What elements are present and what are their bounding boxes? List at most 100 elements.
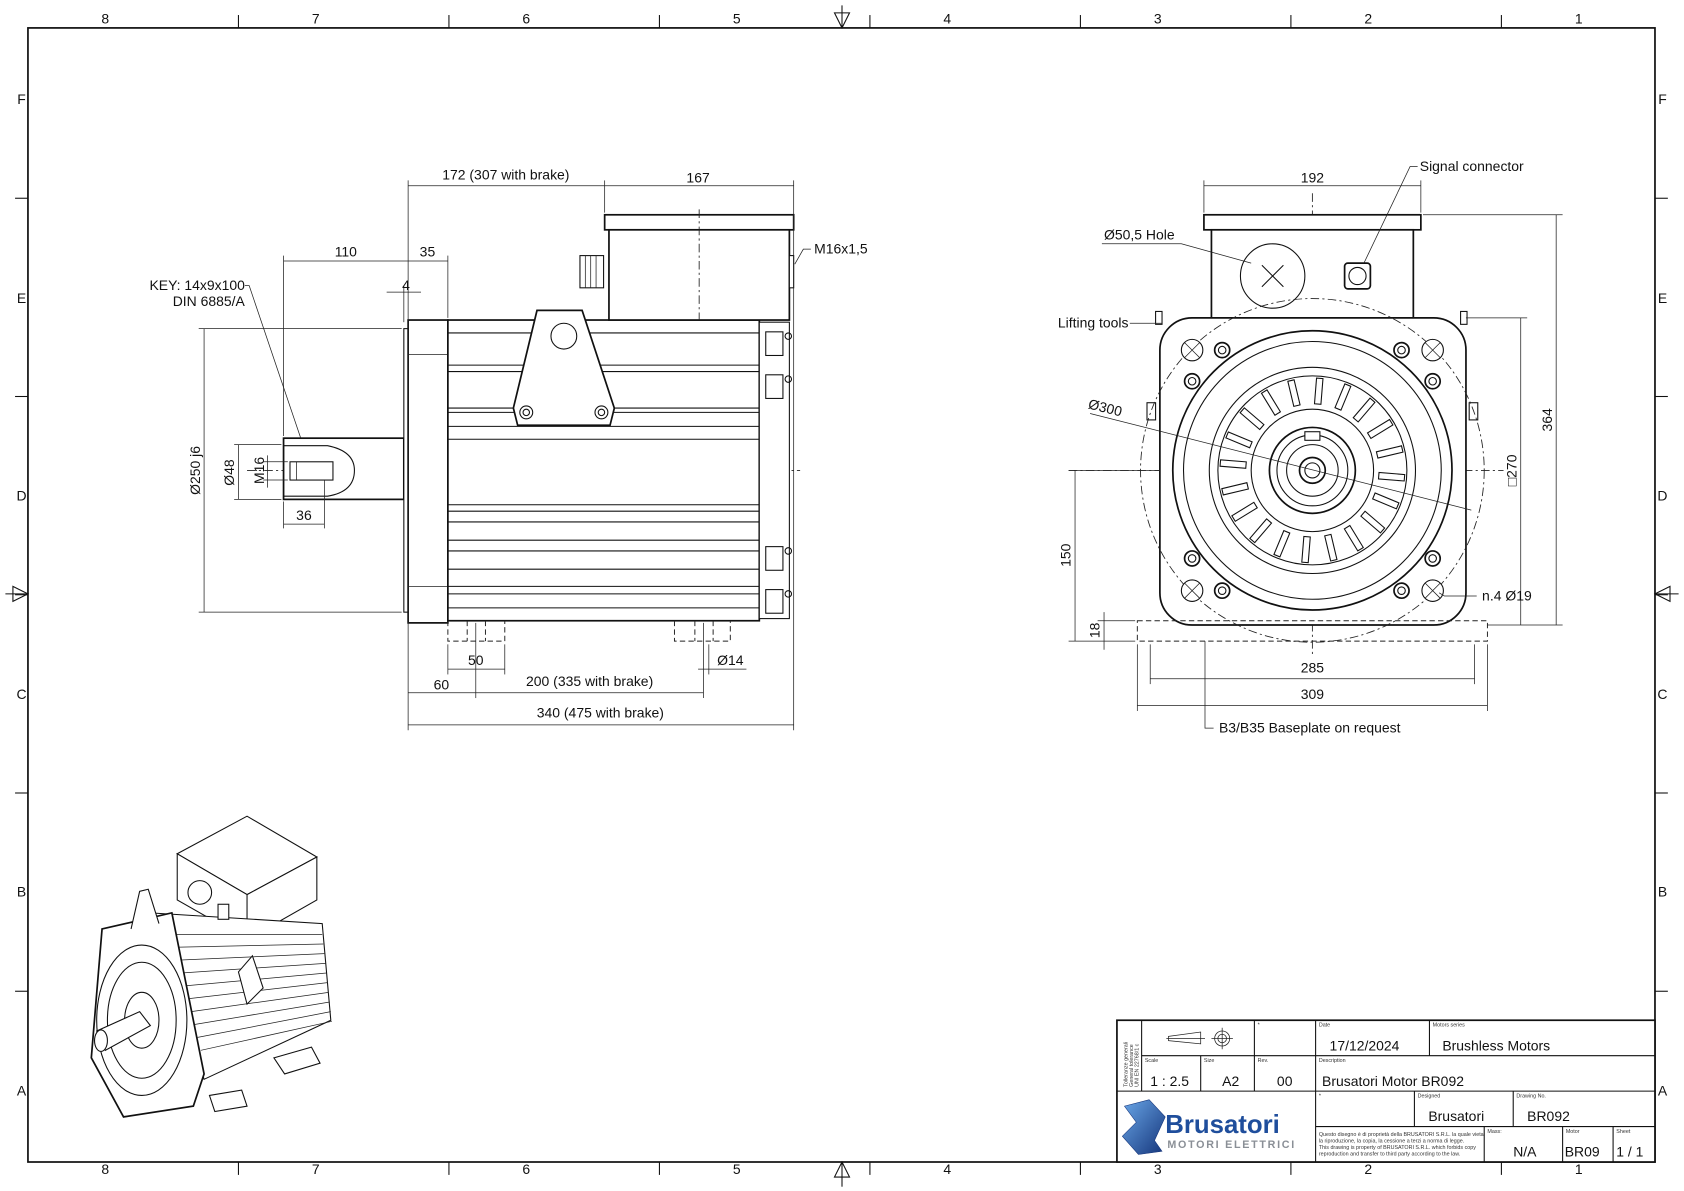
tolerance-line-2: General tolerance bbox=[1129, 1044, 1135, 1087]
dim-shaft-diameter: Ø48 bbox=[221, 459, 237, 486]
dim-foot-hole: Ø14 bbox=[717, 652, 744, 668]
rotor-fin bbox=[1377, 471, 1406, 482]
end-cap-bolt-head bbox=[784, 547, 793, 555]
dim-box-width: 192 bbox=[1301, 170, 1325, 186]
grid-row-label: A bbox=[1658, 1082, 1668, 1098]
rotor-fin bbox=[1324, 533, 1338, 562]
terminal-box bbox=[1210, 228, 1415, 319]
dim-spigot: 4 bbox=[402, 277, 410, 293]
logo-name: Brusatori bbox=[1165, 1111, 1280, 1139]
lifting-eye bbox=[512, 309, 616, 427]
shaft-section bbox=[283, 445, 355, 497]
flange bbox=[407, 319, 449, 624]
scale-label: Scale bbox=[1145, 1058, 1158, 1064]
grid-row-label: C bbox=[1657, 686, 1667, 702]
dim-base-thickness: 18 bbox=[1087, 622, 1103, 638]
description-label: Description bbox=[1319, 1058, 1346, 1064]
field-star-1: * bbox=[1258, 1023, 1260, 1029]
threaded-hole bbox=[289, 461, 334, 481]
grid-row-label: B bbox=[17, 884, 26, 900]
tolerance-line-1: Tolleranze generali bbox=[1124, 1042, 1130, 1087]
size-label: Size bbox=[1204, 1058, 1214, 1064]
flange-bolt bbox=[1424, 372, 1442, 390]
rotor-fin bbox=[1225, 431, 1253, 449]
mass-value: N/A bbox=[1513, 1144, 1537, 1160]
drawing-no-label: Drawing No. bbox=[1516, 1094, 1546, 1100]
grid-column-label: 1 bbox=[1575, 1161, 1583, 1177]
grid-row-label: F bbox=[17, 91, 26, 107]
end-cap-bolt bbox=[765, 546, 784, 571]
flange-bolt-inner bbox=[1187, 376, 1197, 386]
end-cap-bolt-head bbox=[784, 375, 793, 383]
series-label: Motors series bbox=[1433, 1023, 1465, 1029]
grid-row-label: C bbox=[16, 686, 26, 702]
grid-row-label: D bbox=[16, 487, 26, 503]
flange-bolt bbox=[1424, 550, 1442, 567]
flange-bolt-inner bbox=[1428, 554, 1437, 563]
rev-value: 00 bbox=[1277, 1073, 1293, 1089]
cable-gland bbox=[579, 255, 605, 289]
rotor-fin bbox=[1301, 535, 1311, 564]
rotor-fin bbox=[1260, 389, 1282, 416]
dim-bolt-circle: Ø300 bbox=[1087, 396, 1124, 420]
rotor-fin bbox=[1219, 459, 1247, 469]
designed-value: Brusatori bbox=[1428, 1108, 1484, 1124]
rotor-fin bbox=[1343, 524, 1365, 552]
grid-column-label: 2 bbox=[1364, 11, 1372, 27]
flange-bolt bbox=[1213, 341, 1231, 359]
rotor-fin bbox=[1334, 383, 1352, 411]
key-standard-label: DIN 6885/A bbox=[173, 293, 246, 309]
flange-bolt-inner bbox=[1217, 345, 1227, 355]
designed-label: Designed bbox=[1418, 1094, 1441, 1100]
dim-holes: n.4 Ø19 bbox=[1482, 587, 1532, 603]
grid-column-label: 8 bbox=[101, 1161, 109, 1177]
dim-shaft-length: 110 bbox=[335, 244, 357, 260]
grid-column-label: 8 bbox=[101, 11, 109, 27]
grid-column-label: 6 bbox=[522, 11, 530, 27]
dim-foot-offset: 60 bbox=[434, 676, 450, 692]
grid-row-label: A bbox=[17, 1082, 27, 1098]
grid-column-label: 4 bbox=[943, 11, 951, 27]
scale-value: 1 : 2.5 bbox=[1150, 1073, 1189, 1089]
iso-rib bbox=[197, 1011, 331, 1038]
rotor-fin bbox=[1366, 418, 1394, 440]
field-star-2: * bbox=[1319, 1094, 1321, 1100]
dim-thread-depth: 36 bbox=[296, 507, 312, 523]
grid-column-label: 4 bbox=[943, 1161, 951, 1177]
rotor-fin bbox=[1249, 518, 1273, 544]
dim-base-width: 309 bbox=[1301, 686, 1325, 702]
flange-bolt-inner bbox=[1428, 376, 1437, 386]
motor-body bbox=[447, 319, 761, 622]
iso-rib bbox=[175, 943, 324, 948]
mounting-hole-mark bbox=[1184, 582, 1200, 599]
flange-bolt-inner bbox=[1217, 586, 1227, 595]
end-cap-bolt-head bbox=[784, 332, 793, 340]
iso-rib bbox=[194, 1001, 330, 1025]
rotor-fin bbox=[1231, 501, 1258, 523]
date-label: Date bbox=[1319, 1023, 1330, 1029]
flange-bolt bbox=[1183, 550, 1201, 567]
rotor-fin bbox=[1371, 492, 1400, 510]
date-value: 17/12/2024 bbox=[1330, 1037, 1400, 1053]
dim-shaft-height: 150 bbox=[1058, 543, 1074, 567]
grid-column-label: 3 bbox=[1154, 11, 1162, 27]
grid-row-label: E bbox=[17, 290, 26, 306]
side-view-dimensions: 172 (307 with brake) 167 110 35 4 KEY: 1… bbox=[149, 166, 868, 731]
signal-connector-icon bbox=[1343, 262, 1372, 290]
grid-column-label: 1 bbox=[1575, 11, 1583, 27]
sheet-value: 1 / 1 bbox=[1616, 1144, 1643, 1160]
grid-row-label: D bbox=[1657, 487, 1667, 503]
grid-column-label: 6 bbox=[522, 1161, 530, 1177]
rotor-fin bbox=[1221, 482, 1250, 496]
iso-rib bbox=[191, 991, 329, 1013]
dim-gland: M16x1,5 bbox=[814, 240, 868, 256]
lifting-tools-label: Lifting tools bbox=[1058, 315, 1129, 331]
end-cap-bolt bbox=[765, 589, 784, 614]
dim-box-position: 172 (307 with brake) bbox=[442, 166, 569, 182]
notice-line-1: Questo disegno è di proprietà della BRUS… bbox=[1319, 1132, 1484, 1138]
baseplate-note: B3/B35 Baseplate on request bbox=[1219, 719, 1401, 735]
dim-box-width: 167 bbox=[686, 170, 710, 186]
end-cap-bolt-head bbox=[784, 590, 793, 598]
baseplate bbox=[1136, 620, 1488, 642]
